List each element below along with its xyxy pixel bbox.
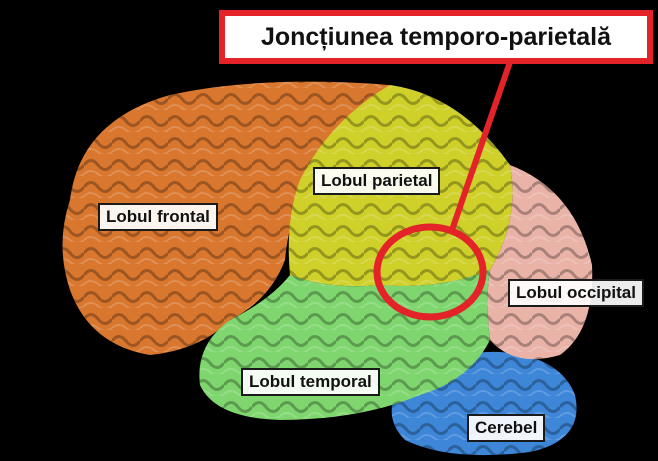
parietal-lobe-label: Lobul parietal — [313, 167, 441, 195]
temporo-parietal-junction-circle — [373, 223, 487, 321]
cerebellum-label: Cerebel — [467, 414, 546, 442]
title-callout: Joncțiunea temporo-parietală — [219, 10, 653, 64]
frontal-lobe-label: Lobul frontal — [98, 203, 218, 231]
pointer-line — [449, 61, 513, 231]
temporal-lobe-label: Lobul temporal — [241, 368, 380, 396]
title-text: Joncțiunea temporo-parietală — [260, 22, 612, 51]
occipital-lobe-label: Lobul occipital — [508, 279, 644, 307]
